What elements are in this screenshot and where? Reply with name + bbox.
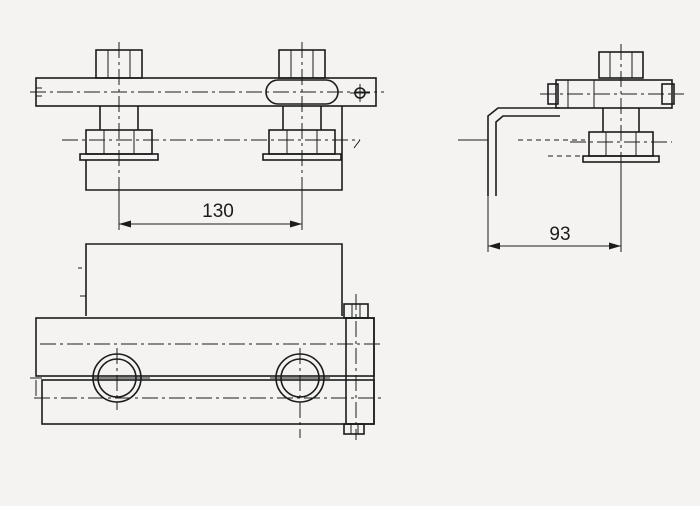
plan-view [30,243,384,440]
dimension-93-label: 93 [549,224,570,245]
front-view: 130 [30,42,384,230]
dimension-130-label: 130 [202,201,234,222]
side-view: 93 [458,44,684,252]
